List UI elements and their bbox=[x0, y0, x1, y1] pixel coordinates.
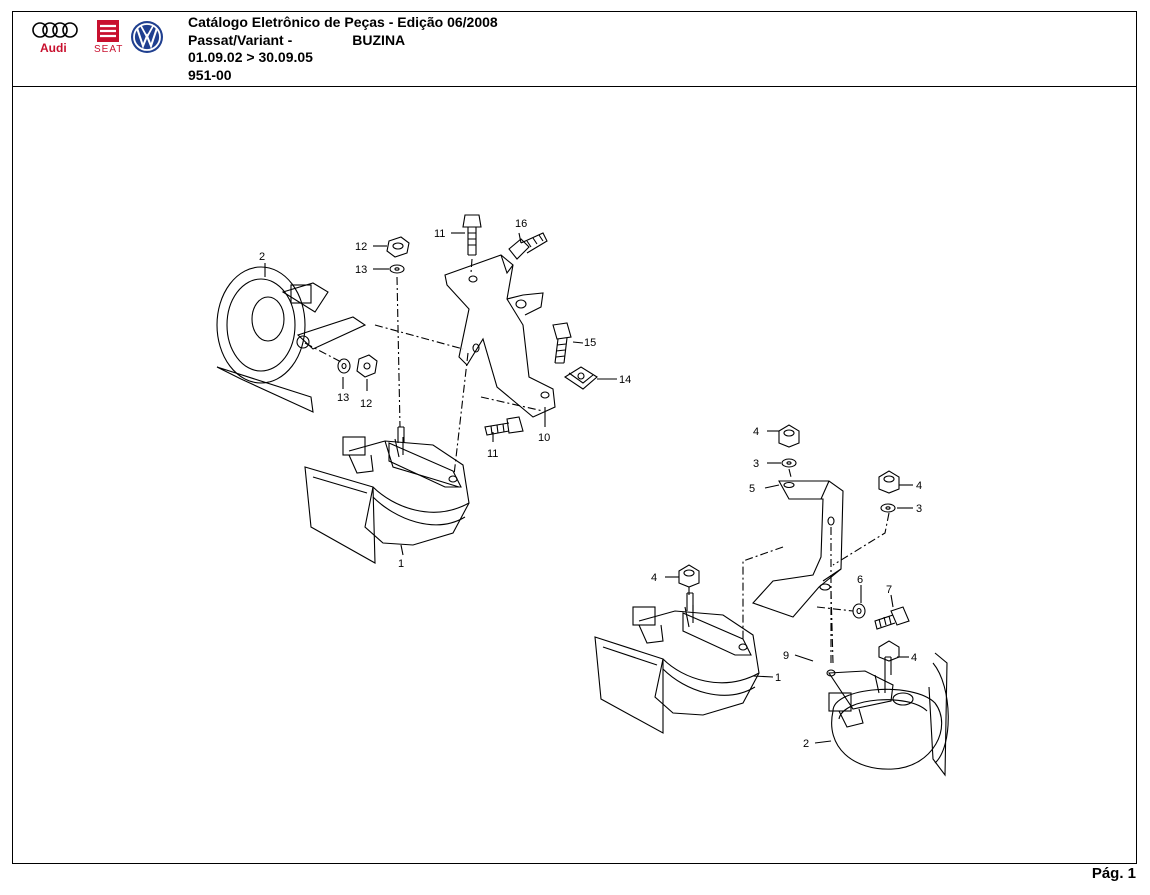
page-number: Pág. 1 bbox=[1091, 865, 1136, 882]
bolt-11-lower bbox=[484, 416, 524, 436]
callout-13-upper: 13 bbox=[355, 264, 367, 276]
nut-4-right-mid bbox=[678, 564, 700, 588]
horn-part-2-left bbox=[216, 266, 367, 413]
callout-11-upper: 11 bbox=[434, 228, 445, 240]
callout-3-top: 3 bbox=[753, 458, 759, 470]
vw-logo bbox=[131, 21, 163, 53]
callout-10: 10 bbox=[538, 432, 550, 444]
nut-4-right-side bbox=[878, 470, 900, 494]
nut-4-right-top bbox=[778, 424, 800, 448]
callout-7: 7 bbox=[886, 584, 892, 596]
callout-3-side: 3 bbox=[916, 503, 922, 515]
header-text: Catálogo Eletrônico de Peças - Edição 06… bbox=[188, 14, 498, 84]
horn-part-1-right bbox=[594, 592, 760, 734]
callout-labels: 2 12 13 13 12 11 16 15 14 11 10 1 4 3 5 … bbox=[259, 218, 922, 750]
section-name: BUZINA bbox=[352, 31, 406, 48]
bolt-16 bbox=[508, 232, 548, 260]
callout-1-right: 1 bbox=[775, 672, 781, 684]
bolt-11-upper bbox=[462, 214, 482, 256]
callout-4-mid: 4 bbox=[651, 572, 657, 584]
callout-2-right: 2 bbox=[803, 738, 809, 750]
bracket-part-10 bbox=[444, 254, 556, 418]
seat-wordmark: SEAT bbox=[94, 44, 123, 55]
catalog-header: Audi SEAT Catálogo Eletrônico de Peças -… bbox=[13, 12, 1136, 87]
bolt-7 bbox=[874, 606, 910, 630]
callout-4-top: 4 bbox=[753, 426, 759, 438]
catalog-sheet: Audi SEAT Catálogo Eletrônico de Peças -… bbox=[12, 11, 1137, 864]
horn-part-1-left bbox=[304, 426, 470, 564]
horn-part-2-right bbox=[826, 640, 949, 777]
nut-12-left-upper bbox=[386, 236, 410, 258]
seat-logo bbox=[97, 20, 119, 42]
callout-1-left: 1 bbox=[398, 558, 404, 570]
brand-logos: Audi SEAT bbox=[31, 18, 181, 58]
parts-diagram: 2 12 13 13 12 11 16 15 14 11 10 1 4 3 5 … bbox=[216, 214, 949, 777]
callout-11-lower: 11 bbox=[487, 448, 498, 460]
callout-leaders-right bbox=[665, 430, 913, 744]
callout-4-lower: 4 bbox=[911, 652, 917, 664]
brand-logos-svg: Audi SEAT bbox=[32, 20, 163, 55]
exploded-parts-drawing: 2 12 13 13 12 11 16 15 14 11 10 1 4 3 5 … bbox=[13, 87, 1138, 863]
bracket-part-5 bbox=[752, 480, 844, 618]
callout-5: 5 bbox=[749, 483, 755, 495]
audi-logo bbox=[32, 22, 78, 38]
bolt-15 bbox=[552, 322, 572, 364]
callout-13-lower: 13 bbox=[337, 392, 349, 404]
model-line: Passat/Variant - BUZINA bbox=[188, 32, 498, 50]
callout-4-side: 4 bbox=[916, 480, 922, 492]
clip-nut-14 bbox=[563, 366, 598, 390]
nut-12-left-lower bbox=[356, 354, 378, 378]
callout-14: 14 bbox=[619, 374, 631, 386]
callout-12-lower: 12 bbox=[360, 398, 372, 410]
group-code: 951-00 bbox=[188, 66, 232, 83]
catalog-title: Catálogo Eletrônico de Peças - Edição 06… bbox=[188, 14, 498, 30]
callout-15: 15 bbox=[584, 337, 596, 349]
washer-3-right-top bbox=[781, 458, 797, 468]
alignment-lines-left bbox=[304, 258, 544, 476]
callout-9: 9 bbox=[783, 650, 789, 662]
washer-6 bbox=[852, 603, 866, 619]
washer-3-right-side bbox=[880, 503, 896, 513]
alignment-lines-right bbox=[688, 468, 890, 665]
washer-13-left-lower bbox=[337, 358, 351, 374]
callout-2-left: 2 bbox=[259, 251, 265, 263]
date-range: 01.09.02 > 30.09.05 bbox=[188, 49, 313, 65]
audi-wordmark: Audi bbox=[40, 41, 67, 55]
callout-6: 6 bbox=[857, 574, 863, 586]
callout-12-upper: 12 bbox=[355, 241, 367, 253]
callout-leaders-left bbox=[264, 232, 617, 556]
model-name: Passat/Variant - bbox=[188, 31, 293, 48]
washer-13-left-upper bbox=[389, 264, 405, 274]
callout-16: 16 bbox=[515, 218, 527, 230]
